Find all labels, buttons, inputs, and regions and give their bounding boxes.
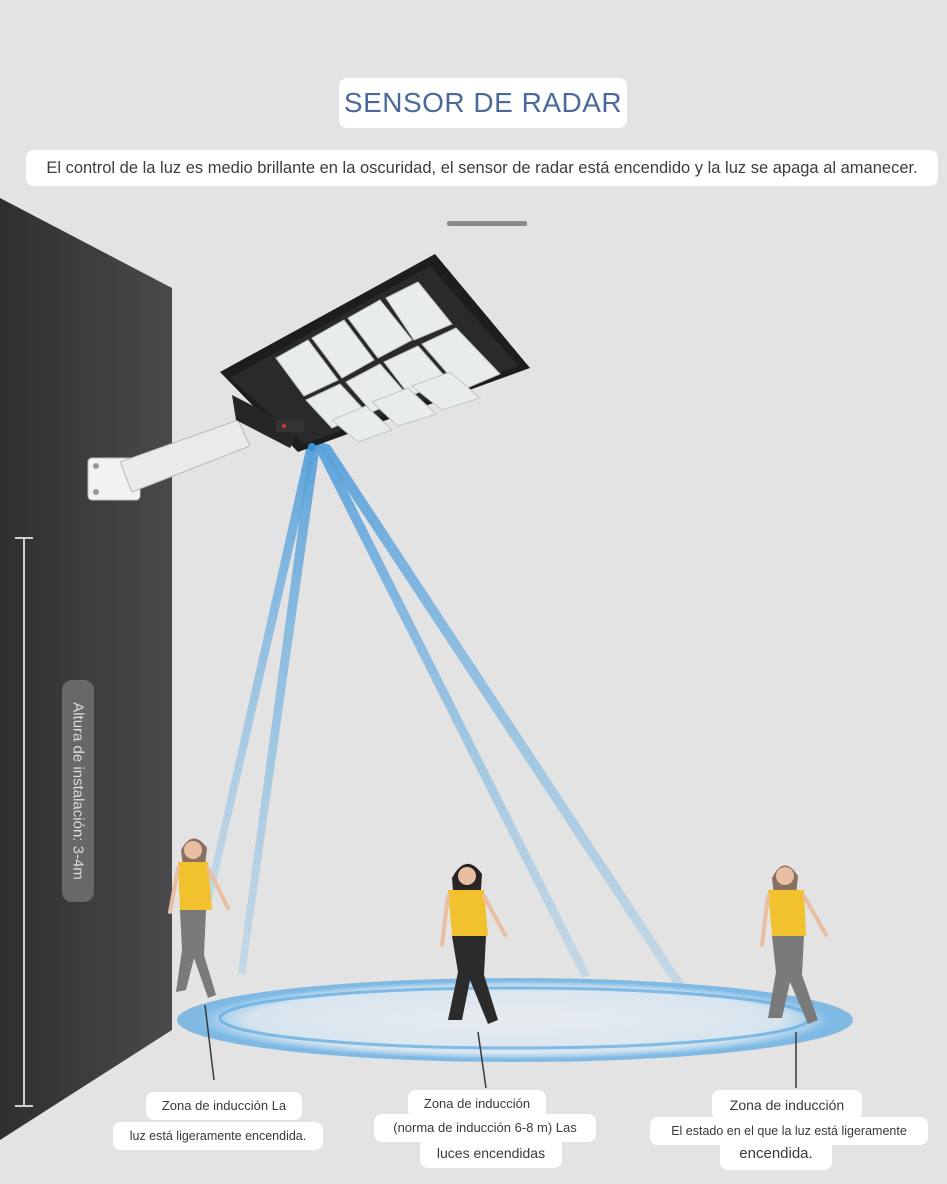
zone-middle-caption-line1: Zona de inducción: [408, 1090, 546, 1118]
zone-right-caption-line1: Zona de inducción: [712, 1090, 862, 1120]
zone-left-caption-line2: luz está ligeramente encendida.: [113, 1122, 323, 1150]
height-indicator: [15, 537, 33, 1107]
page-title: SENSOR DE RADAR: [339, 78, 627, 128]
zone-right-caption-line3: encendida.: [720, 1138, 832, 1170]
person-left: [168, 838, 230, 998]
mounting-bracket: [87, 419, 251, 501]
zone-left-caption-line1: Zona de inducción La: [146, 1092, 302, 1120]
detection-ring: [177, 978, 853, 1062]
height-label: Altura de instalación: 3-4m: [69, 702, 87, 880]
zone-pointers: [204, 1004, 797, 1089]
wall: [0, 198, 172, 1140]
top-divider: [447, 221, 527, 226]
subtitle: El control de la luz es medio brillante …: [26, 150, 938, 186]
radar-beams: [205, 440, 685, 988]
solar-street-light: [220, 254, 530, 452]
person-right: [760, 865, 828, 1024]
zone-middle-caption-line3: luces encendidas: [420, 1138, 562, 1168]
zone-middle-caption-line2: (norma de inducción 6-8 m) Las: [374, 1114, 596, 1142]
person-middle: [440, 863, 507, 1024]
height-label-badge: Altura de instalación: 3-4m: [62, 680, 94, 902]
